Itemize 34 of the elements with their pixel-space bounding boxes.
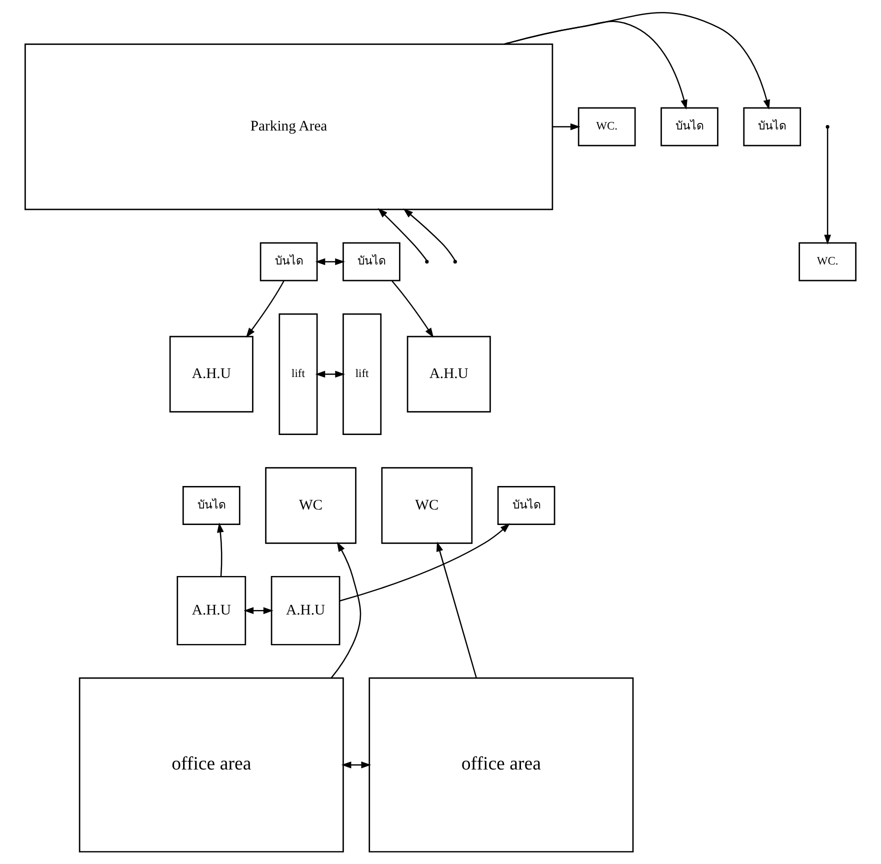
arrow [330,542,362,678]
arrow [824,128,832,245]
arrow [315,258,345,266]
arrow [341,761,372,768]
node-box: office area [368,677,634,852]
node-box: บันได [342,242,400,282]
node-box: A.H.U [176,576,246,646]
node-box: A.H.U [406,336,491,413]
arrow [244,607,274,614]
node-box: WC. [798,242,856,282]
arrow [378,208,428,261]
arrow [436,542,477,678]
arrow [403,208,456,261]
node-box: A.H.U [169,336,254,413]
node-box: WC. [578,107,636,146]
node-box: WC [381,467,473,544]
arrow [392,280,434,338]
node-box: บันได [260,242,318,282]
node-box: บันได [182,486,240,525]
node-box: A.H.U [270,576,340,646]
node-box: บันได [660,107,718,146]
node-box: lift [278,313,318,436]
arrow [340,523,510,602]
node-box: WC [265,467,356,544]
arrow [246,280,284,338]
arrow [315,370,346,378]
arrow [216,522,224,576]
node-box: บันได [743,107,802,146]
node-box: บันได [497,486,556,525]
node-box: office area [78,677,344,852]
arrow [552,123,580,130]
node-box: lift [342,313,382,436]
arrow [504,12,770,110]
node-box: Parking Area [24,43,554,210]
